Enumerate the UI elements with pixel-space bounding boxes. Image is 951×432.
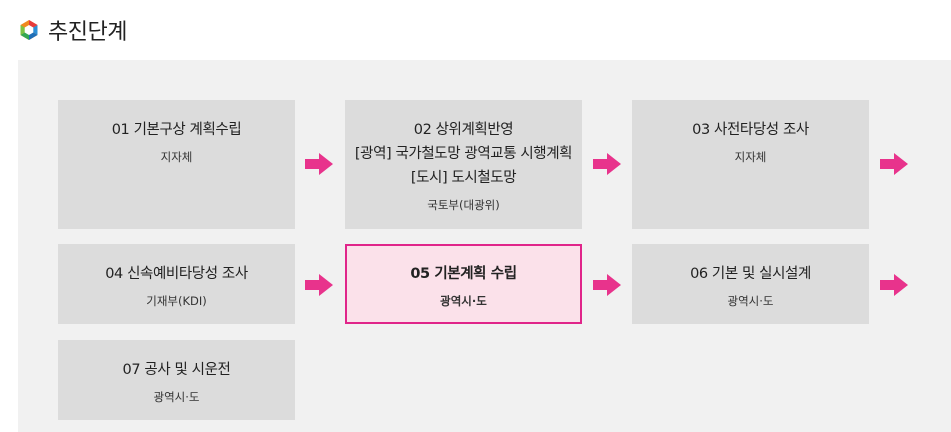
step-03-owner: 지자체 — [734, 150, 767, 164]
process-steps-panel: 01 기본구상 계획수립 지자체 02 상위계획반영 [광역] 국가철도망 광역… — [18, 60, 951, 432]
arrow-right-icon — [305, 274, 333, 296]
arrow-right-icon — [880, 153, 908, 175]
section-header: 추진단계 — [18, 14, 127, 46]
step-02-owner: 국토부(대광위) — [427, 198, 500, 212]
step-06-owner: 광역시·도 — [727, 294, 774, 308]
step-06: 06 기본 및 실시설계 광역시·도 — [632, 244, 869, 324]
step-01-owner: 지자체 — [160, 150, 193, 164]
step-02: 02 상위계획반영 [광역] 국가철도망 광역교통 시행계획 [도시] 도시철도… — [345, 100, 582, 229]
step-07-owner: 광역시·도 — [153, 390, 200, 404]
arrow-right-icon — [880, 274, 908, 296]
arrow-right-icon — [593, 274, 621, 296]
arrow-right-icon — [593, 153, 621, 175]
step-04-name: 04 신속예비타당성 조사 — [105, 266, 248, 282]
step-01: 01 기본구상 계획수립 지자체 — [58, 100, 295, 229]
step-07: 07 공사 및 시운전 광역시·도 — [58, 340, 295, 420]
step-04-owner: 기재부(KDI) — [146, 294, 207, 308]
hexagon-logo-icon — [20, 20, 38, 40]
step-05-current: 05 기본계획 수립 광역시·도 — [345, 244, 582, 324]
step-07-name: 07 공사 및 시운전 — [122, 362, 231, 378]
page-title: 추진단계 — [48, 20, 127, 45]
step-06-name: 06 기본 및 실시설계 — [690, 266, 811, 282]
step-04: 04 신속예비타당성 조사 기재부(KDI) — [58, 244, 295, 324]
step-03-name: 03 사전타당성 조사 — [692, 122, 809, 138]
step-05-name: 05 기본계획 수립 — [410, 266, 517, 282]
step-05-owner: 광역시·도 — [440, 294, 487, 308]
step-03: 03 사전타당성 조사 지자체 — [632, 100, 869, 229]
arrow-right-icon — [305, 153, 333, 175]
step-02-name: 02 상위계획반영 [광역] 국가철도망 광역교통 시행계획 [도시] 도시철도… — [354, 122, 573, 186]
step-01-name: 01 기본구상 계획수립 — [111, 122, 242, 138]
